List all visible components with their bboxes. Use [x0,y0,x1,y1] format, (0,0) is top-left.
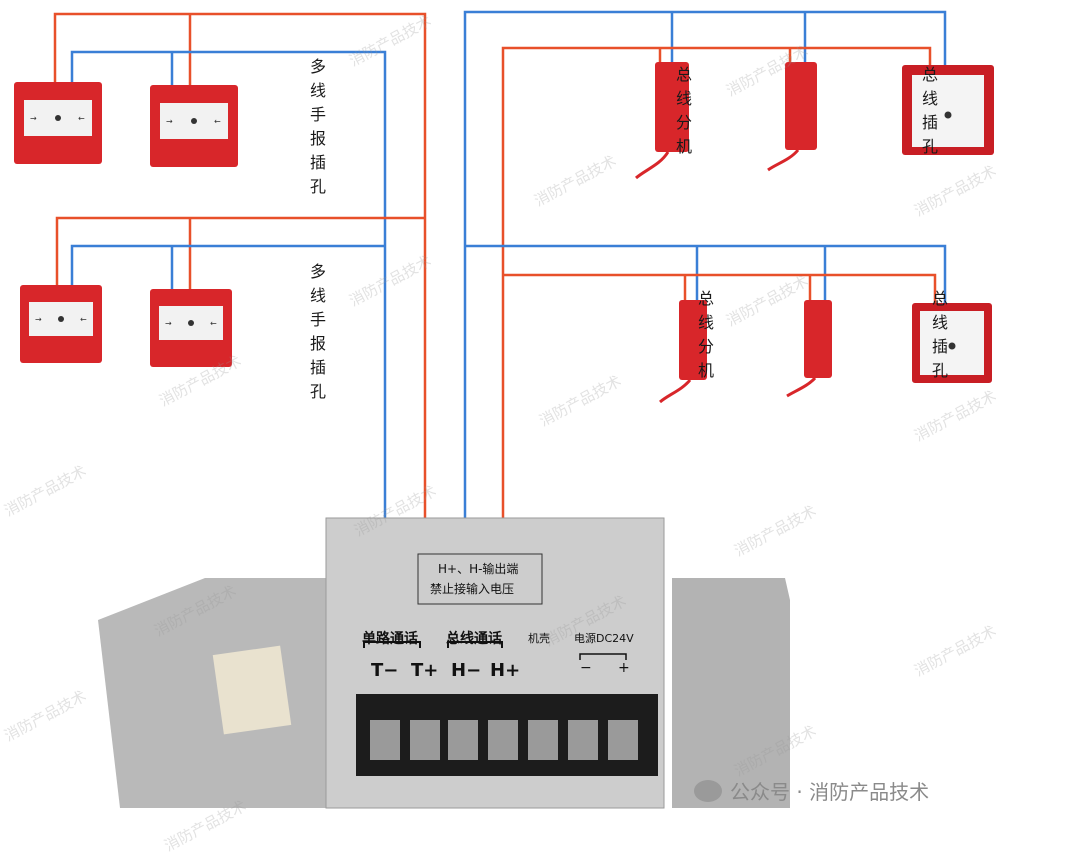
bus-extension-phone-2 [767,62,817,172]
manual-jack-label-bottom: 多线手报插孔 [238,263,394,407]
bus-extension-label-top-text: 总线分机 [673,66,692,162]
bus-extension-label-bottom: 总线分机 [652,290,756,386]
left-bottom-red-wire [55,216,425,290]
manual-jack-label-top: 多线手报插孔 [238,58,394,202]
terminal-h-minus: H− [451,660,482,681]
svg-text:→: → [30,114,37,123]
bus-extension-phone-3 [659,300,707,404]
bus-call-label: 总线通话 [446,631,502,647]
manual-jack-device-3: → ← [20,285,102,363]
chassis-label: 机壳 [528,632,550,645]
svg-text:→: → [165,319,172,328]
power-plus: + [618,660,630,676]
svg-text:←: ← [78,114,85,123]
bus-jack-device-1 [902,65,994,155]
manual-jack-label-bottom-text: 多线手报插孔 [307,263,326,407]
wechat-icon [694,779,722,802]
warning-line-1: H+、H-输出端 [438,562,519,576]
svg-text:←: ← [80,315,87,324]
terminal-h-plus: H+ [490,660,521,681]
bus-jack-label-bottom: 总线插孔 [886,290,990,386]
bus-jack-label-bottom-text: 总线插孔 [929,290,948,386]
terminal-t-minus: T− [371,660,399,681]
svg-text:→: → [35,315,42,324]
bus-jack-label-top-text: 总线插孔 [919,66,938,162]
bus-jack-label-top: 总线插孔 [876,66,980,162]
bus-extension-label-bottom-text: 总线分机 [695,290,714,386]
bus-extension-label-top: 总线分机 [630,66,734,162]
right-bottom-red-wire [503,273,937,305]
right-top-red-wire [501,46,932,665]
single-call-label: 单路通话 [362,631,418,647]
terminal-t-plus: T+ [411,660,439,681]
right-top-blue-wire [463,10,947,665]
bus-extension-phone-4 [786,300,832,398]
svg-text:←: ← [214,117,221,126]
bus-extension-phone-1 [635,62,689,180]
left-bottom-blue-wire [70,244,385,290]
warning-line-2: 禁止接输入电压 [430,582,515,596]
svg-text:→: → [166,117,173,126]
power-minus: − [580,660,592,676]
wechat-account-text: 公众号 · 消防产品技术 [730,780,930,804]
bus-jack-device-2 [912,303,992,383]
wechat-account-badge: 公众号 · 消防产品技术 [694,776,929,805]
manual-jack-device-4: → ← [150,289,232,367]
power-label: 电源DC24V [574,632,634,645]
manual-jack-device-1: → ← [14,82,102,164]
right-bottom-blue-wire [465,244,947,305]
left-top-red-wire [53,12,427,665]
left-top-blue-wire [70,50,387,665]
svg-text:←: ← [210,319,217,328]
manual-jack-device-2: → ← [150,85,238,167]
main-unit-body [98,517,790,809]
manual-jack-label-top-text: 多线手报插孔 [307,58,326,202]
